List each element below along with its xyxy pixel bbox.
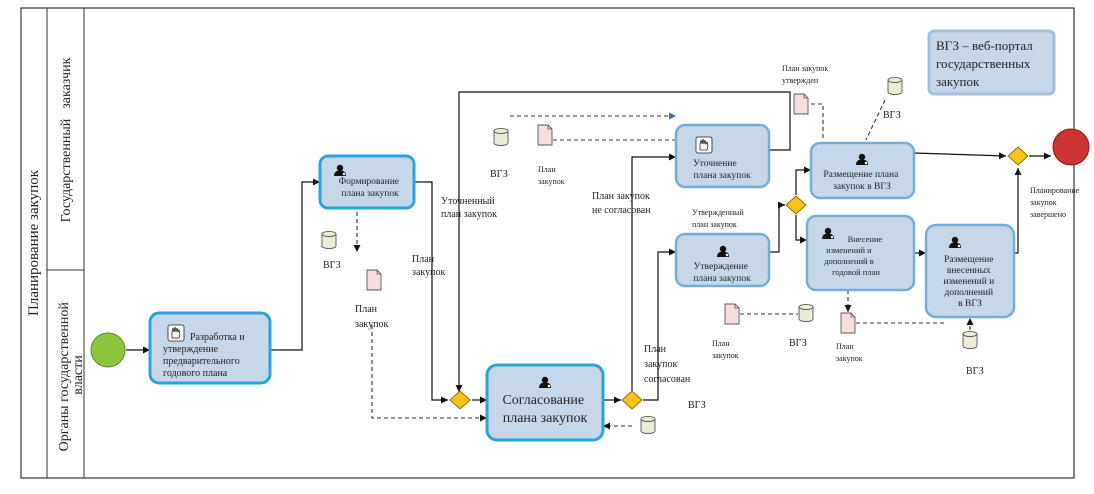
agreed-label: План закупок согласован <box>644 344 691 385</box>
task-form: Формирование плана закупок <box>318 154 416 210</box>
lane-label-customer: Государственныйзаказчик <box>59 57 74 222</box>
document-icon <box>366 269 382 291</box>
database-icon <box>321 230 337 250</box>
database-icon <box>962 330 978 350</box>
annotation-text: ВГЗ – веб-портал государственных закупок <box>936 38 1036 89</box>
assoc-plan-agree <box>371 325 487 422</box>
annotation-vgz: ВГЗ – веб-портал государственных закупок <box>927 29 1056 96</box>
plan-approved-label: План закупок утвержден <box>782 64 830 85</box>
flow-gw2-approve <box>643 248 676 401</box>
flow-refine-gw1 <box>455 91 791 392</box>
task-refine-label: Уточнение плана закупок <box>693 159 751 181</box>
approved-plan-label: Утвержденный план закупок <box>692 208 746 229</box>
assoc-vgz-publish <box>865 99 886 141</box>
flow-publish-gw4 <box>913 152 1007 160</box>
refined-plan-label: Уточненный план закупок <box>441 196 497 220</box>
plan-label: План закупок <box>412 254 445 278</box>
task-develop: Разработка и утверждение предварительног… <box>148 311 272 385</box>
task-approve-plan-label: Утверждение плана закупок <box>693 262 751 284</box>
document-icon <box>724 303 740 325</box>
task-approve-plan: Утверждение плана закупок <box>674 232 771 288</box>
flow-form-gw1 <box>414 181 448 404</box>
vgz-label: ВГЗ <box>323 260 341 271</box>
hand-icon <box>167 324 185 342</box>
vgz-label: ВГЗ <box>883 110 901 121</box>
task-amend: Внесение изменений и дополнений в годово… <box>805 214 916 292</box>
document-icon <box>793 93 809 115</box>
plan-label: План закупок <box>712 339 739 360</box>
database-icon <box>887 76 903 96</box>
task-publish-changes: Размещение внесенных изменений и дополне… <box>924 223 1016 319</box>
task-refine: Уточнение плана закупок <box>674 123 771 189</box>
task-publish: Размещение плана закупок в ВГЗ <box>809 141 916 200</box>
assoc-approved-publish <box>811 103 824 140</box>
pool-label: Планирование закупок <box>26 169 42 316</box>
task-develop-label: Разработка и утверждение предварительног… <box>163 332 247 379</box>
end-event <box>1052 128 1090 166</box>
document-icon <box>537 124 553 146</box>
sequence-flows <box>126 91 1051 404</box>
plan-label: План закупок <box>355 304 388 330</box>
flow-gw3-publish <box>795 166 811 195</box>
flow-gw2-refine <box>631 153 676 392</box>
database-icon <box>493 127 509 147</box>
task-publish-changes-label: Размещение внесенных изменений и дополне… <box>943 255 996 309</box>
document-icon <box>840 312 856 334</box>
vgz-label: ВГЗ <box>966 366 984 377</box>
flow-develop-form <box>270 178 320 351</box>
flow-gw3-amend <box>795 215 807 244</box>
task-agree-label: Согласование плана закупок <box>502 393 587 426</box>
task-amend-label: Внесение изменений и дополнений в годово… <box>824 234 884 277</box>
vgz-label: ВГЗ <box>490 169 508 180</box>
start-event <box>90 332 126 368</box>
planning-finished-label: Планирование закупок завершено <box>1030 186 1081 219</box>
database-icon <box>798 303 814 323</box>
not-agreed-label: План закупок не согласован <box>592 191 652 216</box>
task-agree: Согласование плана закупок <box>485 363 605 442</box>
flow-approve-gw3 <box>769 201 785 253</box>
flow-labels: ВГЗ План закупок ВГЗ План закупок Уточне… <box>323 64 1081 411</box>
vgz-label: ВГЗ <box>789 338 807 349</box>
hand-icon <box>695 136 713 154</box>
data-associations <box>353 99 974 430</box>
task-form-label: Формирование плана закупок <box>339 177 402 199</box>
task-publish-label: Размещение плана закупок в ВГЗ <box>823 170 900 192</box>
plan-label: План закупок <box>836 342 863 363</box>
flow-publishchanges-gw4 <box>1014 168 1022 254</box>
lane-label-authorities: Органы государственной власти <box>57 299 86 452</box>
plan-label: План закупок <box>538 165 565 186</box>
vgz-label: ВГЗ <box>688 400 706 411</box>
database-icon <box>640 415 656 435</box>
